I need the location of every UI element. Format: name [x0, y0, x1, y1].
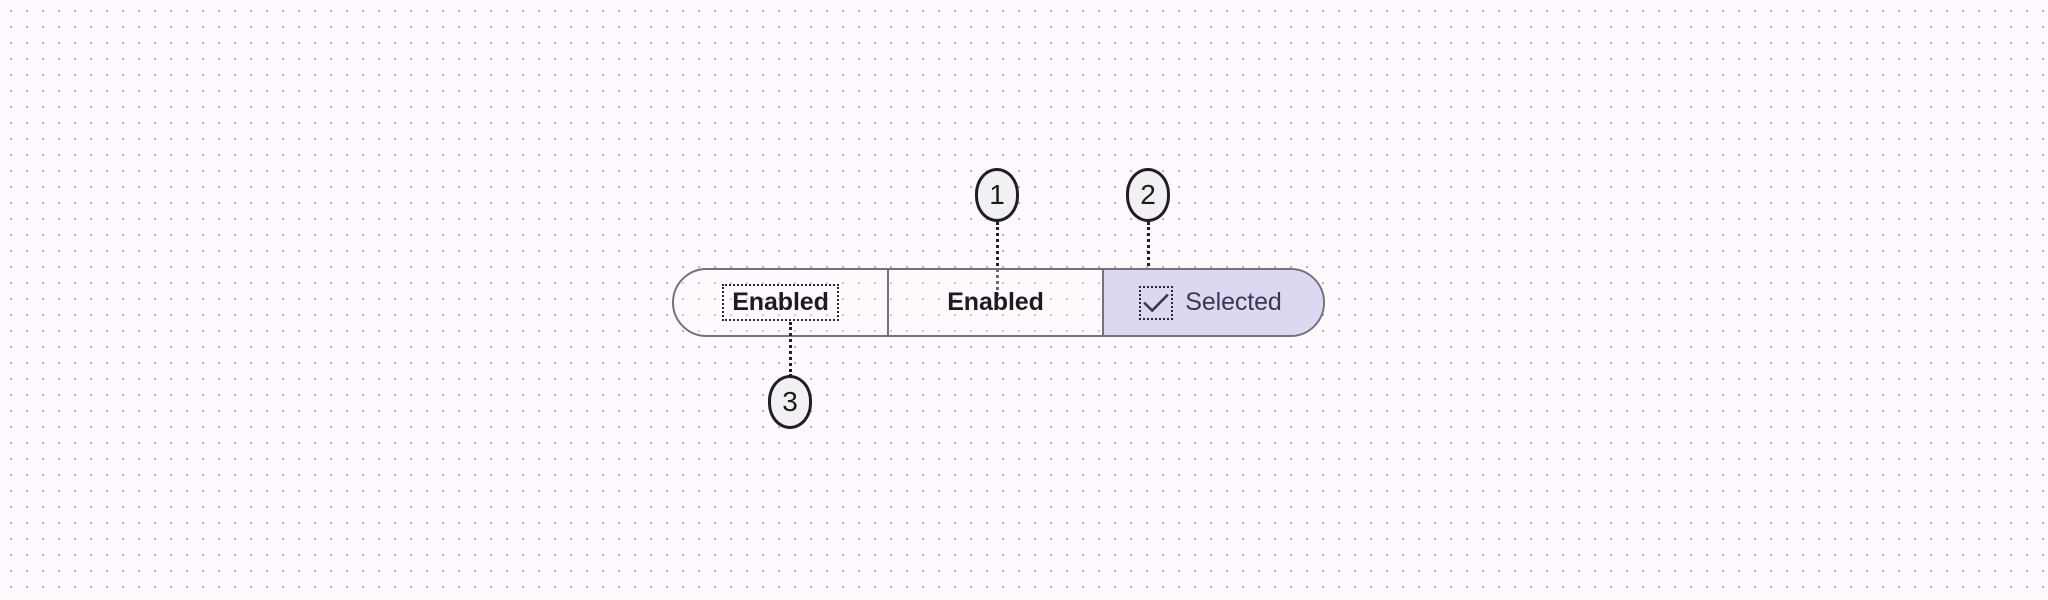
segment-selected[interactable]: Selected: [1102, 270, 1323, 335]
callout-leader-line-2: [1147, 222, 1150, 296]
segment-enabled-focused[interactable]: Enabled: [674, 270, 887, 335]
callout-leader-line-1: [996, 222, 999, 296]
segmented-button-group: Enabled Enabled Selected: [672, 268, 1325, 337]
callout-badge-3: 3: [768, 375, 812, 429]
segment-label-enabled: Enabled: [947, 288, 1044, 316]
segment-label-enabled-focused: Enabled: [722, 284, 839, 321]
callout-leader-line-3: [789, 322, 792, 377]
segment-selected-checkbox[interactable]: [1139, 285, 1174, 320]
segment-label-selected: Selected: [1185, 288, 1282, 316]
check-icon: [1143, 293, 1170, 313]
segment-enabled[interactable]: Enabled: [887, 270, 1102, 335]
callout-badge-2: 2: [1126, 168, 1170, 222]
callout-badge-1: 1: [975, 168, 1019, 222]
